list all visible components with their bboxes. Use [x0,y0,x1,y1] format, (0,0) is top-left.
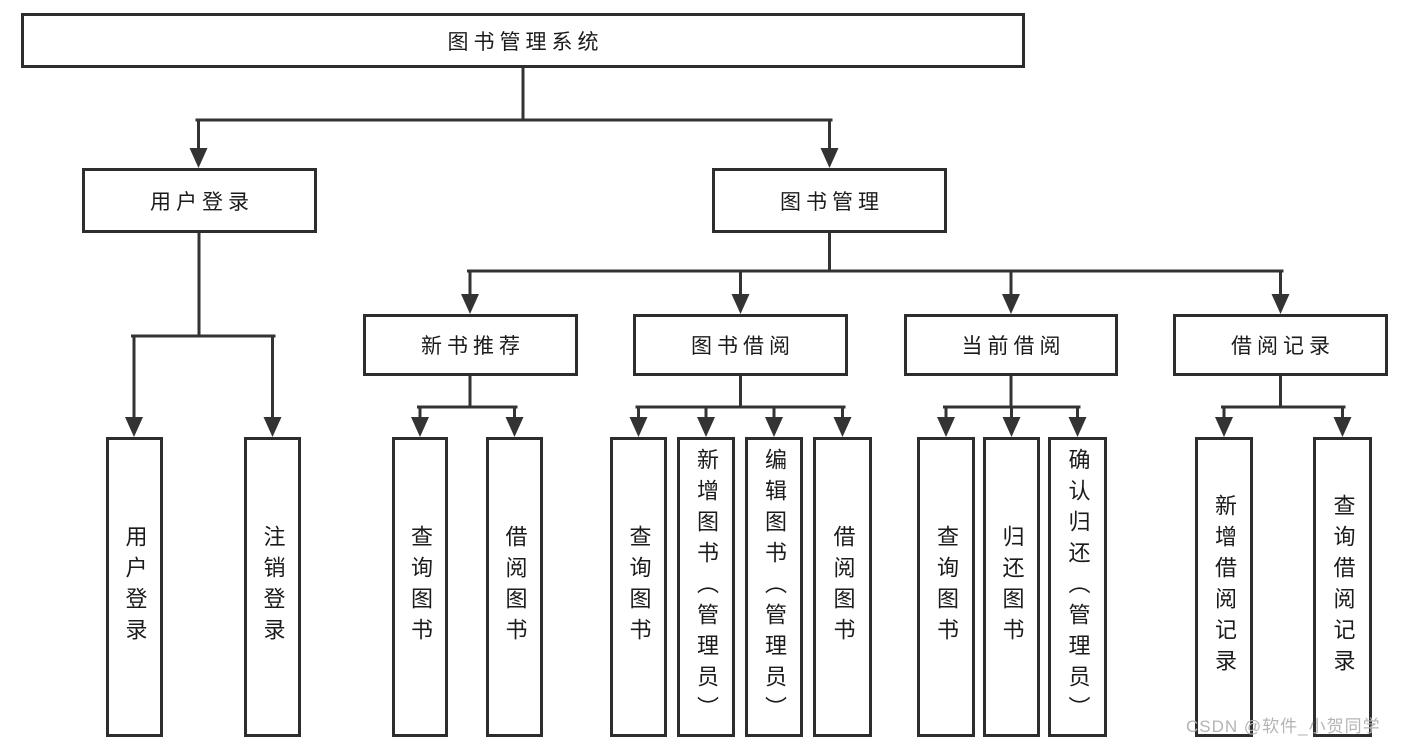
leaf-confirm-return-admin: 确认归还（管理员） [1048,437,1107,737]
node-book-borrowing: 图书借阅 [633,314,848,376]
leaf-label: 注销登录 [260,525,286,649]
leaf-label: 查询图书 [934,525,959,649]
node-label: 图书管理 [780,190,884,214]
node-book-management: 图书管理 [712,168,947,233]
node-label: 当前借阅 [961,335,1066,358]
leaf-label: 借阅图书 [830,525,856,649]
leaf-label: 新增图书（管理员） [694,447,719,727]
leaf-label: 编辑图书（管理员） [762,447,787,727]
leaf-user-login: 用户登录 [106,437,163,737]
leaf-return-books: 归还图书 [983,437,1040,737]
leaf-label: 查询借阅记录 [1330,494,1356,680]
node-current-borrowing: 当前借阅 [904,314,1118,376]
leaf-borrow-books-borrowing: 借阅图书 [813,437,872,737]
leaf-label: 借阅图书 [502,525,528,649]
node-label: 借阅记录 [1231,335,1335,358]
leaf-label: 新增借阅记录 [1212,494,1237,680]
leaf-query-borrow-record: 查询借阅记录 [1313,437,1372,737]
leaf-logout: 注销登录 [244,437,301,737]
node-library-management-system: 图书管理系统 [21,13,1025,68]
node-label: 用户登录 [150,190,254,214]
node-label: 图书管理系统 [447,30,604,54]
leaf-label: 用户登录 [122,525,148,649]
leaf-label: 归还图书 [999,525,1025,649]
leaf-query-books-borrowing: 查询图书 [610,437,667,737]
csdn-watermark: CSDN @软件_小贺同学 [1186,717,1381,736]
node-label: 新书推荐 [421,335,525,358]
node-label: 图书借阅 [691,335,795,358]
leaf-label: 查询图书 [626,525,652,649]
leaf-add-borrow-record: 新增借阅记录 [1195,437,1253,737]
node-user-login: 用户登录 [82,168,317,233]
leaf-query-books-recommend: 查询图书 [392,437,448,737]
leaf-label: 确认归还（管理员） [1065,447,1091,727]
node-borrowing-records: 借阅记录 [1173,314,1388,376]
leaf-borrow-books-recommend: 借阅图书 [486,437,543,737]
leaf-add-books-admin: 新增图书（管理员） [677,437,735,737]
leaf-label: 查询图书 [408,525,433,649]
leaf-query-books-current: 查询图书 [917,437,975,737]
node-new-book-recommendation: 新书推荐 [363,314,578,376]
leaf-edit-books-admin: 编辑图书（管理员） [745,437,803,737]
